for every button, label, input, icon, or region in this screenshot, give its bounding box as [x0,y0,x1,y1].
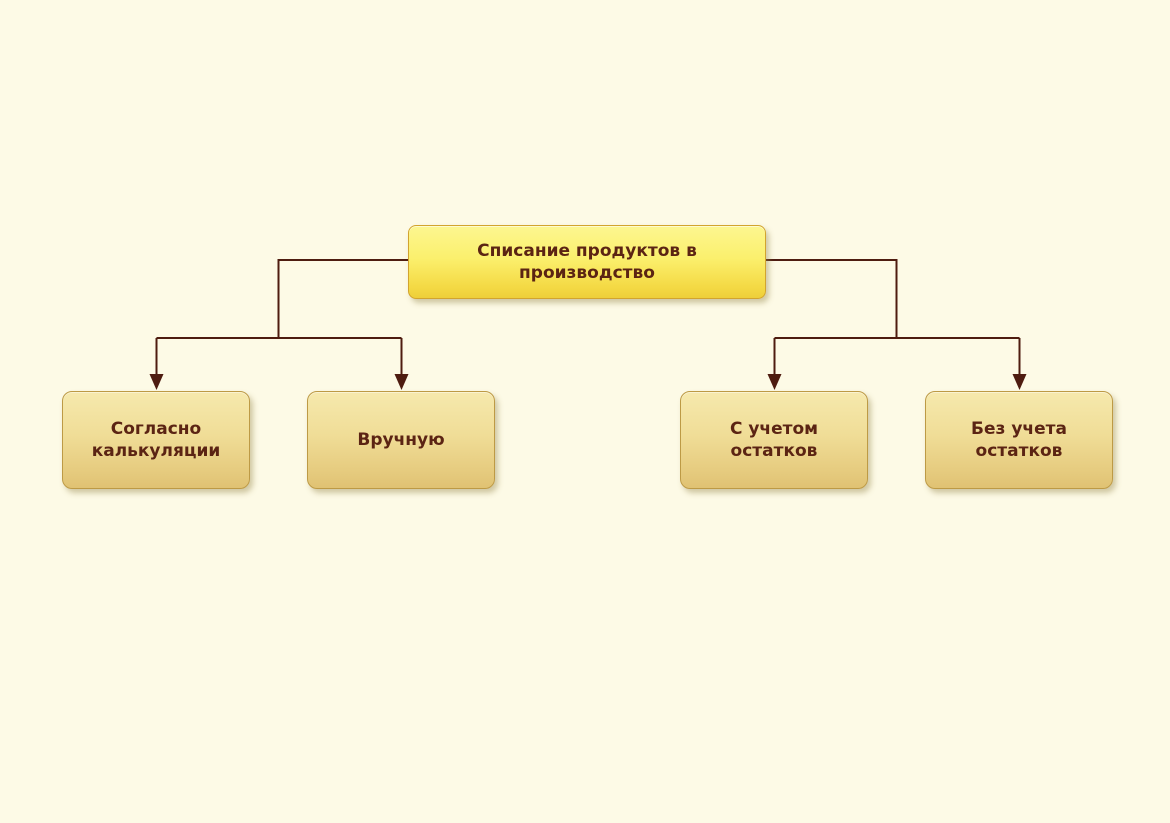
node-label: Вручную [357,429,445,450]
connector-left-elbow [277,259,408,339]
node-label: Списание продуктов в производство [477,240,697,283]
connector-right-elbow [766,259,898,339]
arrow-down-icon [149,374,164,390]
arrow-down-icon [394,374,409,390]
node-label: Согласно калькуляции [91,418,221,461]
node-soglasno-kalkulyacii: Согласно калькуляции [62,391,250,489]
node-bez-ucheta-ostatkov: Без учета остатков [925,391,1113,489]
node-label: С учетом остатков [729,418,819,461]
node-label: Без учета остатков [971,418,1067,461]
arrow-down-icon [767,374,782,390]
node-vruchnuyu: Вручную [307,391,495,489]
node-spisanie-produktov: Списание продуктов в производство [408,225,766,299]
node-s-uchetom-ostatkov: С учетом остатков [680,391,868,489]
arrow-down-icon [1012,374,1027,390]
